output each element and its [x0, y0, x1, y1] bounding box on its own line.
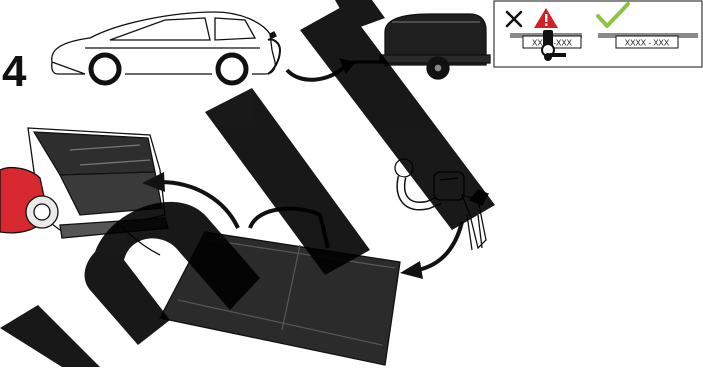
arrow-towball-to-bag	[400, 222, 462, 279]
number-plate-box: XXXX-XXX XXXX - XXX	[494, 1, 702, 67]
car-front-wheel	[91, 55, 119, 83]
step-number: 4	[2, 52, 32, 92]
car-side-view	[52, 12, 280, 83]
car-rear-wheel	[218, 55, 246, 83]
plate-correct-text: XXXX - XXX	[625, 39, 670, 48]
